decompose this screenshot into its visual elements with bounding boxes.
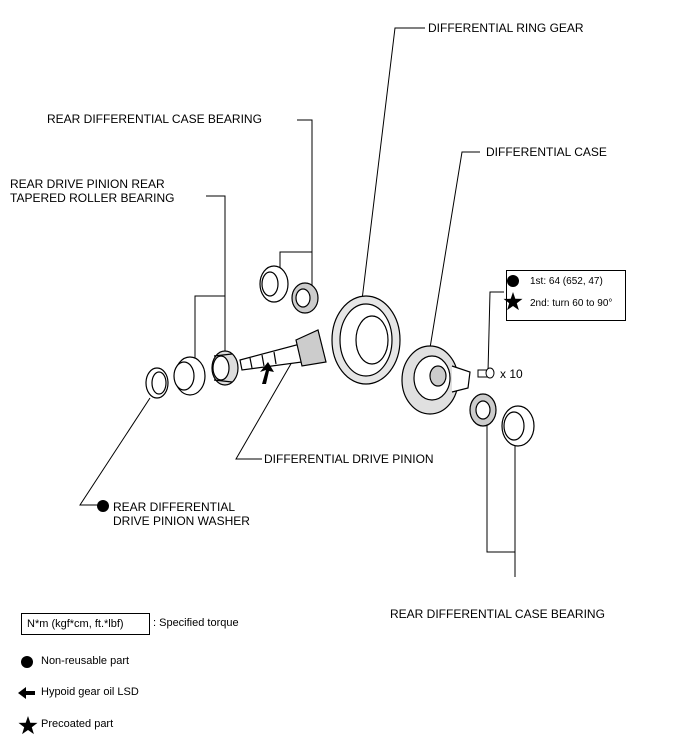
legend-gear-oil: Hypoid gear oil LSD <box>41 686 139 698</box>
label-drive-pinion: DIFFERENTIAL DRIVE PINION <box>264 452 434 466</box>
legend-torque-desc: : Specified torque <box>153 617 239 629</box>
pinion-bearing-cone-part <box>211 350 239 386</box>
leader-pinion-bearing <box>194 195 226 362</box>
leader-ring-gear <box>361 27 425 301</box>
leader-diff-case <box>429 151 480 349</box>
washer-non-reusable-dot <box>97 500 109 512</box>
case-bearing-top-part <box>259 265 319 314</box>
label-pinion-bearing-line1: REAR DRIVE PINION REAR <box>10 177 165 191</box>
torque-non-reusable-dot <box>507 275 519 287</box>
torque-second-step: 2nd: turn 60 to 90° <box>530 298 613 309</box>
label-washer-line2: DRIVE PINION WASHER <box>113 514 250 528</box>
pinion-bearing-cup-part <box>173 356 206 396</box>
legend-non-reusable: Non-reusable part <box>41 655 130 667</box>
case-bolt-part <box>477 367 495 379</box>
ring-gear-part <box>331 295 401 385</box>
torque-precoated-star <box>503 292 523 311</box>
label-ring-gear: DIFFERENTIAL RING GEAR <box>428 21 584 35</box>
legend-arrow-icon <box>18 687 35 699</box>
label-bolt-count: x 10 <box>500 367 523 381</box>
leader-case-bearing-top <box>279 119 313 270</box>
differential-case-part <box>401 345 471 415</box>
gear-oil-arrow <box>260 362 274 384</box>
drive-pinion-part <box>239 329 327 371</box>
pinion-washer-part <box>145 367 169 399</box>
leader-case-bearing-bottom <box>486 420 516 577</box>
label-pinion-bearing-line2: TAPERED ROLLER BEARING <box>10 191 175 205</box>
legend-dot-icon <box>21 656 33 668</box>
label-case-bearing-top: REAR DIFFERENTIAL CASE BEARING <box>47 112 262 126</box>
legend-precoated: Precoated part <box>41 718 114 730</box>
label-diff-case: DIFFERENTIAL CASE <box>486 145 607 159</box>
leader-bolt-torque <box>487 291 504 373</box>
label-washer-line1: REAR DIFFERENTIAL <box>113 500 236 514</box>
legend-star-icon <box>18 716 38 735</box>
leader-drive-pinion <box>235 361 293 460</box>
case-bearing-bottom-part <box>469 393 535 447</box>
legend-torque-unit-box: N*m (kgf*cm, ft.*lbf) <box>21 613 150 635</box>
torque-spec-box <box>506 270 626 321</box>
label-case-bearing-bottom: REAR DIFFERENTIAL CASE BEARING <box>390 607 605 621</box>
torque-first-step: 1st: 64 (652, 47) <box>530 276 603 287</box>
leader-washer <box>79 397 151 506</box>
